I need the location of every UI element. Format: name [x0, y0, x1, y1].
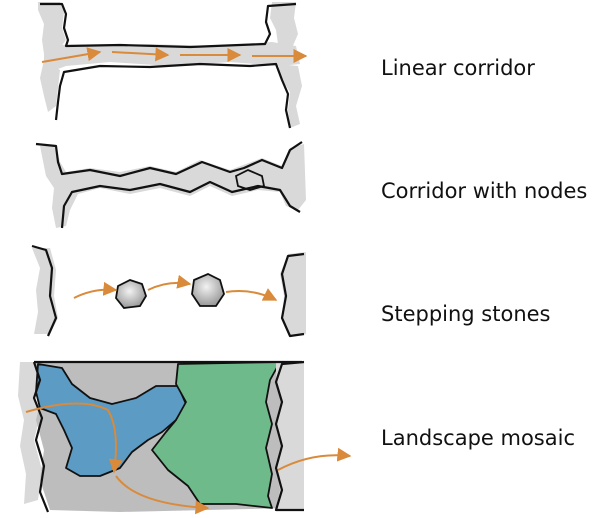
- habitat-right-bottom: [278, 64, 302, 128]
- label-landscape-mosaic: Landscape mosaic: [381, 426, 575, 450]
- node-patch: [234, 169, 266, 191]
- corridor-outline-top: [40, 2, 297, 49]
- mosaic-blue-patch: [35, 363, 187, 477]
- panel-landscape-mosaic: [18, 360, 352, 515]
- panel-stepping-stones: [31, 244, 306, 338]
- stepping-stone: [191, 273, 225, 307]
- flow-arrow: [41, 47, 102, 63]
- habitat-right-top: [270, 2, 298, 52]
- corridor-outline-bottom: [54, 62, 292, 129]
- mosaic-habitat-right: [276, 362, 304, 510]
- label-stepping-stones: Stepping stones: [381, 302, 551, 326]
- habitat-left-top: [38, 2, 66, 54]
- flow-arrow: [73, 281, 118, 299]
- flow-arrow: [225, 288, 278, 301]
- stones-outline-right: [280, 252, 305, 338]
- flow-arrow: [111, 47, 170, 62]
- stones-habitat-right: [280, 252, 306, 336]
- flow-arrow: [115, 475, 210, 515]
- panel-corridor-with-nodes: [35, 141, 306, 229]
- mosaic-green-patch: [151, 361, 281, 509]
- habitat-left-bottom: [40, 60, 60, 112]
- flow-arrow: [277, 447, 352, 471]
- flow-arrow: [147, 274, 192, 291]
- nodes-habitat: [40, 144, 306, 228]
- mosaic-outline-left: [32, 361, 50, 513]
- nodes-outline-top: [35, 141, 303, 178]
- stepping-stone: [115, 279, 147, 309]
- stones-outline-left: [31, 244, 58, 337]
- label-corridor-with-nodes: Corridor with nodes: [381, 179, 588, 203]
- panel-linear-corridor: [38, 2, 308, 129]
- mosaic-outline-right: [274, 360, 305, 512]
- mosaic-habitat-left: [18, 362, 42, 504]
- label-linear-corridor: Linear corridor: [381, 56, 535, 80]
- nodes-outline-bottom: [60, 180, 301, 229]
- flow-arrow: [25, 402, 123, 474]
